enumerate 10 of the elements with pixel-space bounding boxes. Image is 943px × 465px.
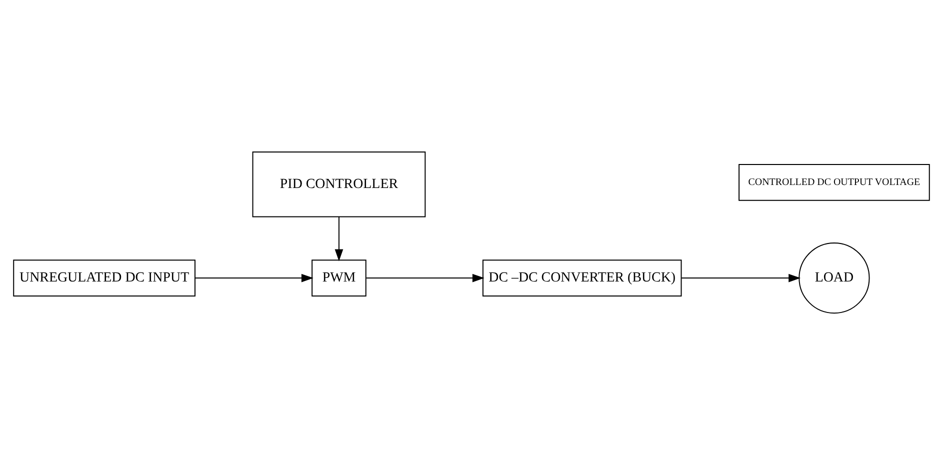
arrow	[334, 216, 344, 262]
node-circle: LOAD	[798, 242, 870, 314]
node-box: PWM	[312, 260, 366, 296]
node-box: CONTROLLED DC OUTPUT VOLTAGE	[738, 164, 930, 201]
arrow	[681, 274, 801, 282]
node-box: DC –DC CONVERTER (BUCK)	[482, 260, 682, 296]
node-box: UNREGULATED DC INPUT	[13, 260, 196, 296]
arrow	[366, 274, 484, 282]
arrow	[194, 274, 314, 282]
node-box: PID CONTROLLER	[252, 151, 426, 218]
